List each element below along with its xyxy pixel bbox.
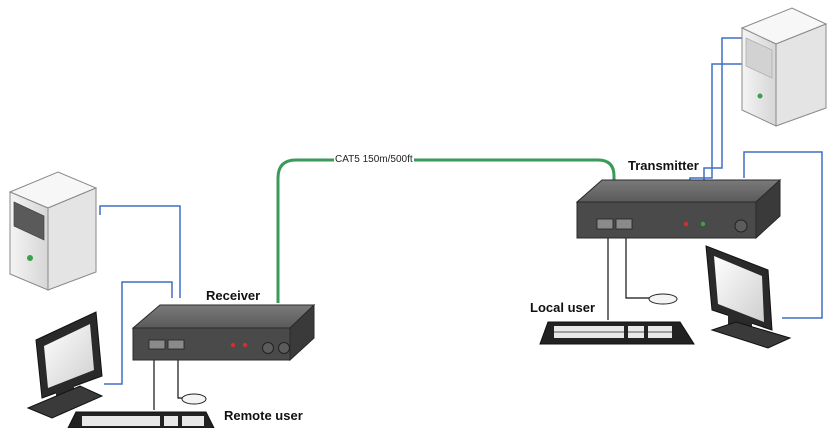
local-mouse-icon [648,293,678,305]
remote-mouse-icon [181,393,207,405]
transmitter-mouse-cord [625,236,650,299]
cable-label: CAT5 150m/500ft [334,154,414,165]
kvm-transmitter-icon [575,178,782,240]
transmitter-server-tower-icon [740,7,828,127]
server-to-transmitter-cable [703,37,752,182]
remote-keyboard-icon [67,411,215,429]
cat5-cable [276,158,616,303]
receiver-server-tower-icon [8,171,98,291]
remote-monitor-icon [26,311,104,419]
transmitter-label: Transmitter [628,158,699,173]
local-user-label: Local user [530,300,596,315]
server-to-receiver-cable [99,205,181,298]
remote-user-label: Remote user [224,408,303,423]
receiver-label: Receiver [206,288,261,303]
transmitter-to-local-monitor-cable [743,151,823,319]
local-monitor-icon [705,245,792,349]
local-keyboard-icon [539,321,695,345]
receiver-to-remote-monitor-cable [104,281,173,385]
kvm-receiver-icon [131,303,316,362]
